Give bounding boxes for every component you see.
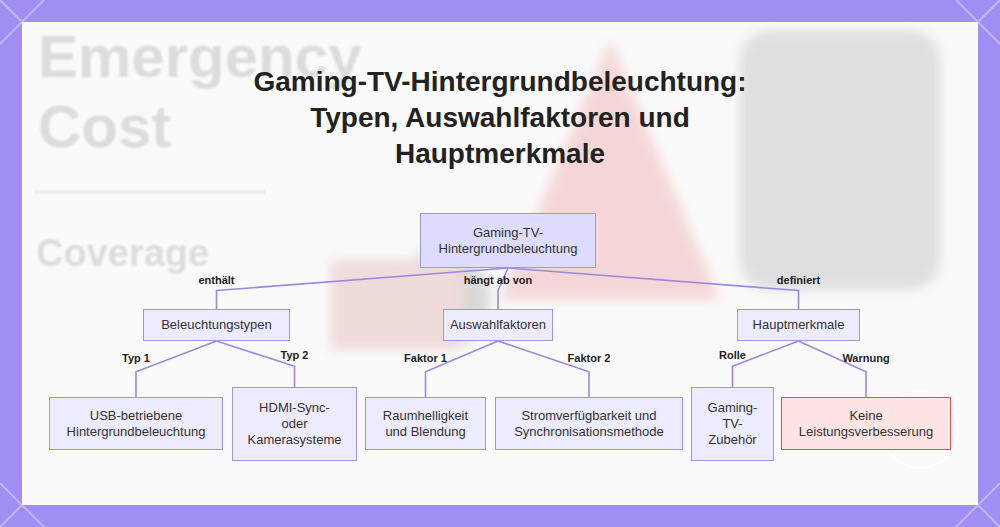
process-box: Stromverfügbarkeit und Synchronisationsm… <box>495 397 683 450</box>
node-text: Stromverfügbarkeit und Synchronisationsm… <box>504 408 674 440</box>
edge-label: Faktor 2 <box>566 352 613 364</box>
photo-rule <box>35 190 265 194</box>
diagram-title: Gaming-TV-Hintergrundbeleuchtung: Typen,… <box>210 64 790 172</box>
connector-line <box>217 341 295 387</box>
node-text: Gaming-TV-Zubehör <box>702 400 763 448</box>
warning-box: Keine Leistungsverbesserung <box>781 397 951 450</box>
connector-line <box>136 341 217 397</box>
content-panel <box>22 22 978 505</box>
process-box: HDMI-Sync- oder Kamerasysteme <box>232 387 357 461</box>
node-text: Beleuchtungstypen <box>161 317 272 333</box>
connector-line <box>498 268 508 309</box>
connector-line <box>799 341 867 397</box>
connector-line <box>498 341 589 397</box>
connector-line <box>733 341 799 387</box>
process-box: Gaming-TV-Hintergrundbeleuchtung <box>420 213 596 268</box>
process-box: USB-betriebene Hintergrundbeleuchtung <box>49 397 223 450</box>
node-text: USB-betriebene Hintergrundbeleuchtung <box>58 408 214 440</box>
edge-label: enthält <box>196 274 236 286</box>
photo-shape <box>740 30 940 290</box>
edge-label: Typ 1 <box>120 352 152 364</box>
process-box: Gaming-TV-Zubehör <box>691 387 774 461</box>
node-text: Keine Leistungsverbesserung <box>790 408 942 440</box>
node-text: Gaming-TV-Hintergrundbeleuchtung <box>429 225 587 257</box>
node-text: Hauptmerkmale <box>753 317 845 333</box>
edge-label: Faktor 1 <box>402 352 449 364</box>
process-box: Beleuchtungstypen <box>143 309 290 341</box>
connector-line <box>508 268 799 309</box>
node-text: Auswahlfaktoren <box>450 317 546 333</box>
edge-label: Warnung <box>840 352 891 364</box>
background-watermark: Coverage <box>36 232 209 275</box>
process-box: Hauptmerkmale <box>737 309 860 341</box>
connector-line <box>217 268 509 309</box>
edge-label: Typ 2 <box>279 349 311 361</box>
node-text: Raumhelligkeit und Blendung <box>374 408 477 440</box>
edge-label: Rolle <box>717 349 748 361</box>
background-watermark: Cost <box>38 92 171 161</box>
connector-line <box>426 341 499 397</box>
process-box: Auswahlfaktoren <box>443 309 553 341</box>
node-text: HDMI-Sync- oder Kamerasysteme <box>247 400 342 448</box>
edge-label: definiert <box>775 274 822 286</box>
process-box: Raumhelligkeit und Blendung <box>365 397 486 450</box>
edge-label: hängt ab von <box>462 274 534 286</box>
